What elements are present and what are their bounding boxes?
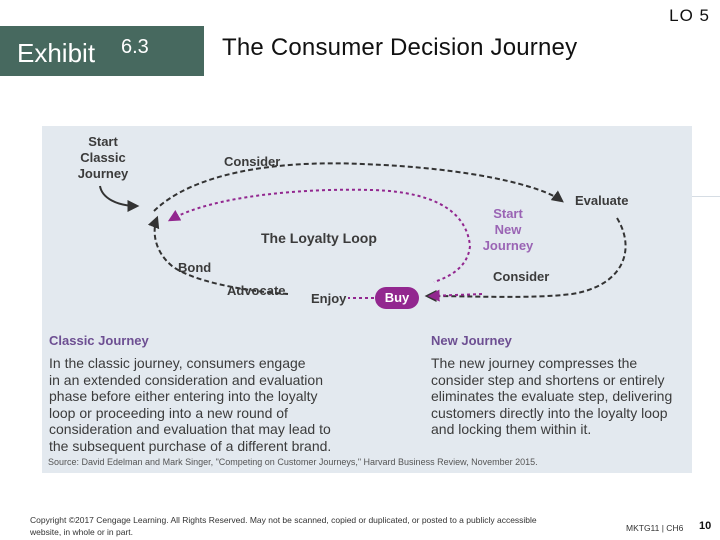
classic-line: phase before either entering into the lo… <box>49 388 318 404</box>
new-line: consider step and shortens or entirely <box>431 371 665 388</box>
new-journey-heading: New Journey <box>431 333 512 348</box>
start-new-line-2: New <box>494 222 522 237</box>
enjoy-label: Enjoy <box>311 291 347 306</box>
start-new-line-1: Start <box>493 206 523 221</box>
page-title: The Consumer Decision Journey <box>222 34 578 61</box>
classic-line: the subsequent purchase of a different b… <box>49 437 332 454</box>
exhibit-number: 6.3 <box>121 36 149 58</box>
page-number: 10 <box>699 520 712 532</box>
classic-journey-heading: Classic Journey <box>49 333 149 348</box>
copyright-notice: Copyright ©2017 Cengage Learning. All Ri… <box>30 515 537 537</box>
consider-classic-label: Consider <box>224 154 281 169</box>
start-classic-line-1: Start <box>88 134 118 149</box>
new-journey-text: The new journey compresses the consider … <box>431 355 672 438</box>
start-classic-line-3: Journey <box>77 166 129 181</box>
evaluate-label: Evaluate <box>575 193 629 208</box>
bond-label: Bond <box>178 260 212 275</box>
lo-label: LO 5 <box>669 6 710 25</box>
classic-line: in an extended consideration and evaluat… <box>49 371 323 388</box>
classic-start-arrow <box>99 185 140 212</box>
new-to-buy <box>427 289 483 302</box>
exhibit-badge: Exhibit 6.3 <box>0 26 204 76</box>
classic-line: In the classic journey, consumers engage <box>49 355 306 371</box>
course-label: MKTG11 | CH6 <box>626 523 684 533</box>
consider-new-label: Consider <box>493 269 550 284</box>
new-loop-top <box>167 188 471 247</box>
new-line: and locking them within it. <box>431 421 592 437</box>
source-citation: Source: David Edelman and Mark Singer, "… <box>48 457 538 467</box>
new-line: eliminates the evaluate step, delivering <box>431 388 673 404</box>
diagram-panel: Start Classic Journey Consider Evaluate … <box>42 126 692 473</box>
classic-line: consideration and evaluation that may le… <box>49 421 331 437</box>
classic-loop-right <box>424 217 627 303</box>
buy-bubble: Buy <box>375 287 419 309</box>
start-new-label: Start New Journey <box>478 206 538 254</box>
new-line: The new journey compresses the <box>431 355 638 371</box>
new-line: customers directly into the loyalty loop <box>431 404 668 421</box>
journey-diagram <box>99 162 627 303</box>
start-classic-line-2: Classic <box>80 150 126 165</box>
start-new-line-3: Journey <box>482 238 534 253</box>
loyalty-loop-bottom <box>147 215 289 295</box>
new-loop-right <box>433 245 471 283</box>
exhibit-word: Exhibit <box>17 38 96 68</box>
classic-loop-top <box>153 162 564 212</box>
start-classic-label: Start Classic Journey <box>73 134 133 182</box>
loyalty-loop-label: The Loyalty Loop <box>261 230 377 246</box>
classic-line: loop or proceeding into a new round of <box>49 404 288 421</box>
advocate-label: Advocate <box>227 283 286 298</box>
classic-journey-text: In the classic journey, consumers engage… <box>49 355 331 454</box>
